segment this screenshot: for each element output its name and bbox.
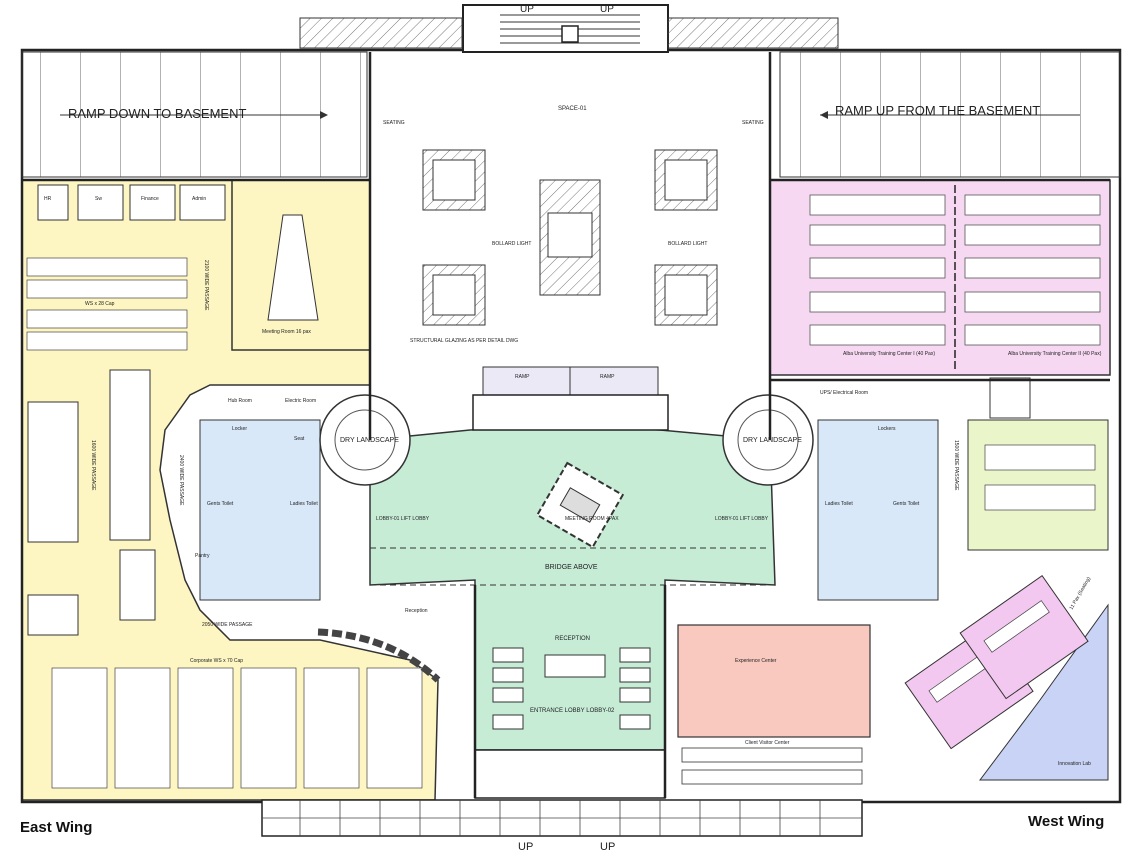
locker-label: Locker [232, 426, 247, 432]
seating-right-label: SEATING [742, 120, 764, 126]
meeting-room-label: Meeting Room 16 pax [262, 329, 311, 335]
east-wing-title: East Wing [20, 819, 92, 836]
training-right-label: Alba University Training Center II (40 P… [1008, 351, 1102, 357]
glazing-label: STRUCTURAL GLAZING AS PER DETAIL DWG [410, 338, 518, 344]
reception-label: RECEPTION [555, 636, 590, 642]
training-seats [809, 194, 1101, 346]
toilets-left-zone [199, 419, 321, 601]
cabin-finance: Finance [141, 196, 159, 202]
bollard-left-label: BOLLARD LIGHT [492, 241, 531, 247]
planter-group [422, 149, 718, 326]
ramp-label-left: RAMP [515, 374, 530, 380]
stair-up-label-br: UP [600, 841, 615, 853]
space-label: SPACE-01 [558, 106, 587, 112]
ramp-down-label: RAMP DOWN TO BASEMENT [68, 106, 246, 121]
cabin-admin: Admin [192, 196, 206, 202]
experience-zone [677, 624, 871, 738]
gents-left-label: Gents Toilet [207, 501, 234, 507]
dry-landscape-left: DRY LANDSCAPE [340, 437, 399, 444]
east-desks-corporate [51, 667, 423, 789]
bridge-label: BRIDGE ABOVE [545, 564, 598, 571]
entrance-lobby-label: ENTRANCE LOBBY LOBBY-02 [530, 708, 615, 714]
passage-mid-label: 1600 WIDE PASSAGE [90, 440, 96, 491]
lockers-label: Lockers [878, 426, 896, 432]
experience-label: Experience Center [735, 658, 777, 664]
ups-label: UPS/ Electrical Room [820, 390, 868, 396]
west-wing-title: West Wing [1028, 813, 1104, 830]
client-visitor-label: Client Visitor Center [745, 740, 790, 746]
meeting-pod-label: MEETING ROOM 4PAX [565, 516, 619, 522]
pod-room-b [959, 574, 1089, 700]
ladies-left-label: Ladies Toilet [290, 501, 318, 507]
innovation-label: Innovation Lab [1058, 761, 1091, 767]
toilets-right-zone [817, 419, 939, 601]
pod-seating-label: 11 Pax (Seating) [1069, 576, 1093, 611]
electric-room-label: Electric Room [285, 398, 316, 404]
ramp-label-right: RAMP [600, 374, 615, 380]
seating-left-label: SEATING [383, 120, 405, 126]
stair-up-label-tl: UP [520, 4, 534, 15]
seat-label: Seat [294, 436, 305, 442]
lobby-left-label: LOBBY-01 LIFT LOBBY [376, 516, 430, 522]
dry-landscape-right: DRY LANDSCAPE [743, 437, 802, 444]
west-passage-label: 1500 WIDE PASSAGE [953, 440, 959, 491]
corporate-label: Corporate WS x 70 Cap [190, 658, 243, 664]
passage-curve-label: 2400 WIDE PASSAGE [178, 455, 184, 506]
innovation-zone [979, 603, 1109, 781]
ramp-up-label: RAMP UP FROM THE BASEMENT [835, 103, 1040, 118]
pantry-label: Pantry [195, 553, 210, 559]
hub-room-label: Hub Room [228, 398, 252, 404]
meeting-pod [535, 461, 625, 549]
passage-top-label: 2100 WIDE PASSAGE [203, 260, 209, 311]
stair-up-label-bl: UP [518, 841, 533, 853]
stair-up-label-tr: UP [600, 4, 614, 15]
lobby-right-label: LOBBY-01 LIFT LOBBY [715, 516, 769, 522]
cabin-hr: HR [44, 196, 52, 202]
bollard-right-label: BOLLARD LIGHT [668, 241, 707, 247]
west-passage-label: 2050 WIDE PASSAGE [202, 622, 253, 628]
east-desks-top [26, 257, 188, 351]
gents-right-label: Gents Toilet [893, 501, 920, 507]
ladies-right-label: Ladies Toilet [825, 501, 853, 507]
cabin-sw: Sw [95, 196, 102, 202]
training-left-label: Alba University Training Center I (40 Pa… [843, 351, 935, 357]
ws-cap-label: WS x 28 Cap [85, 301, 115, 307]
reception-side-label: Reception [405, 608, 428, 614]
